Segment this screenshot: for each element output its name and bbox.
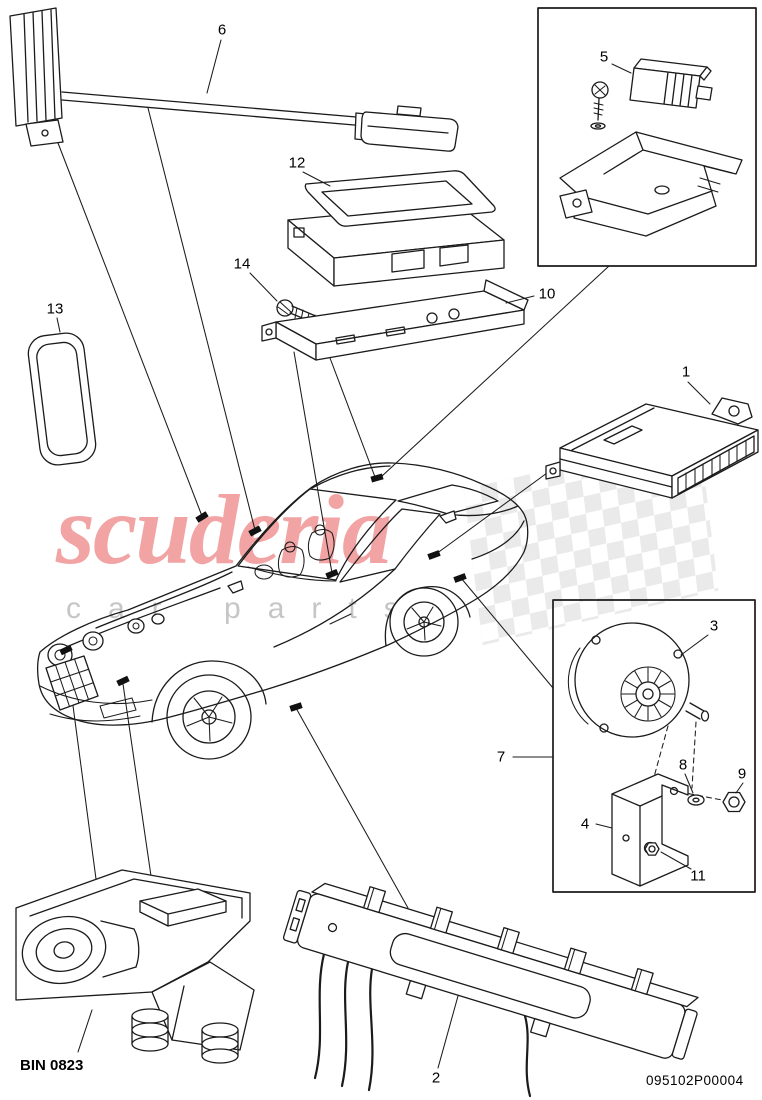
bin-number-label: BIN 0823 (20, 1057, 84, 1074)
control-module-2 (282, 882, 699, 1098)
callout-10: 10 (538, 285, 556, 303)
pad-13 (27, 317, 97, 466)
callout-3: 3 (709, 617, 719, 635)
callout-7: 7 (496, 748, 506, 766)
control-module-1 (545, 381, 759, 499)
mount-foot (201, 1022, 239, 1064)
mount-foot (131, 1008, 169, 1052)
callout-5: 5 (599, 48, 609, 66)
screw-14 (249, 272, 319, 325)
nut-11 (644, 842, 692, 870)
callout-2: 2 (431, 1069, 441, 1087)
module-5 (611, 58, 713, 109)
watermark-tagline: car parts (66, 592, 426, 625)
mount-location-markers (59, 473, 467, 712)
inset-border-bottom (552, 599, 756, 893)
horn-body (21, 915, 107, 985)
bracket-4 (595, 773, 689, 887)
watermark-logo-text: scuderia (56, 474, 392, 585)
grille (45, 655, 99, 711)
callout-11: 11 (690, 867, 706, 885)
car-illustration (36, 462, 529, 760)
inset-detail-top (537, 7, 757, 267)
diagram-part-code: 095102P00004 (646, 1073, 744, 1088)
callout-8: 8 (678, 756, 688, 774)
callout-1: 1 (681, 363, 691, 381)
horn-bracket-assembly (15, 869, 255, 1064)
screw-and-washer (590, 81, 609, 130)
callout-13: 13 (46, 300, 64, 318)
callout-14: 14 (233, 255, 251, 273)
front-wheel (166, 674, 252, 760)
callout-4: 4 (580, 815, 590, 833)
washer-8 (684, 773, 705, 806)
mounting-bracket-5 (559, 131, 743, 237)
rear-wheel (389, 587, 459, 657)
callout-9: 9 (737, 765, 747, 783)
leader-lines (57, 107, 610, 909)
nut-9 (722, 782, 746, 813)
control-unit-12 (287, 170, 505, 287)
inset-border-top (537, 7, 757, 267)
callout-12: 12 (288, 154, 306, 172)
callout-6: 6 (217, 21, 227, 39)
antenna-unit-6 (9, 7, 459, 152)
inset-detail-bottom (512, 599, 756, 893)
mounting-tray-10 (261, 279, 535, 361)
headlights (47, 613, 165, 667)
siren-3 (567, 622, 710, 738)
